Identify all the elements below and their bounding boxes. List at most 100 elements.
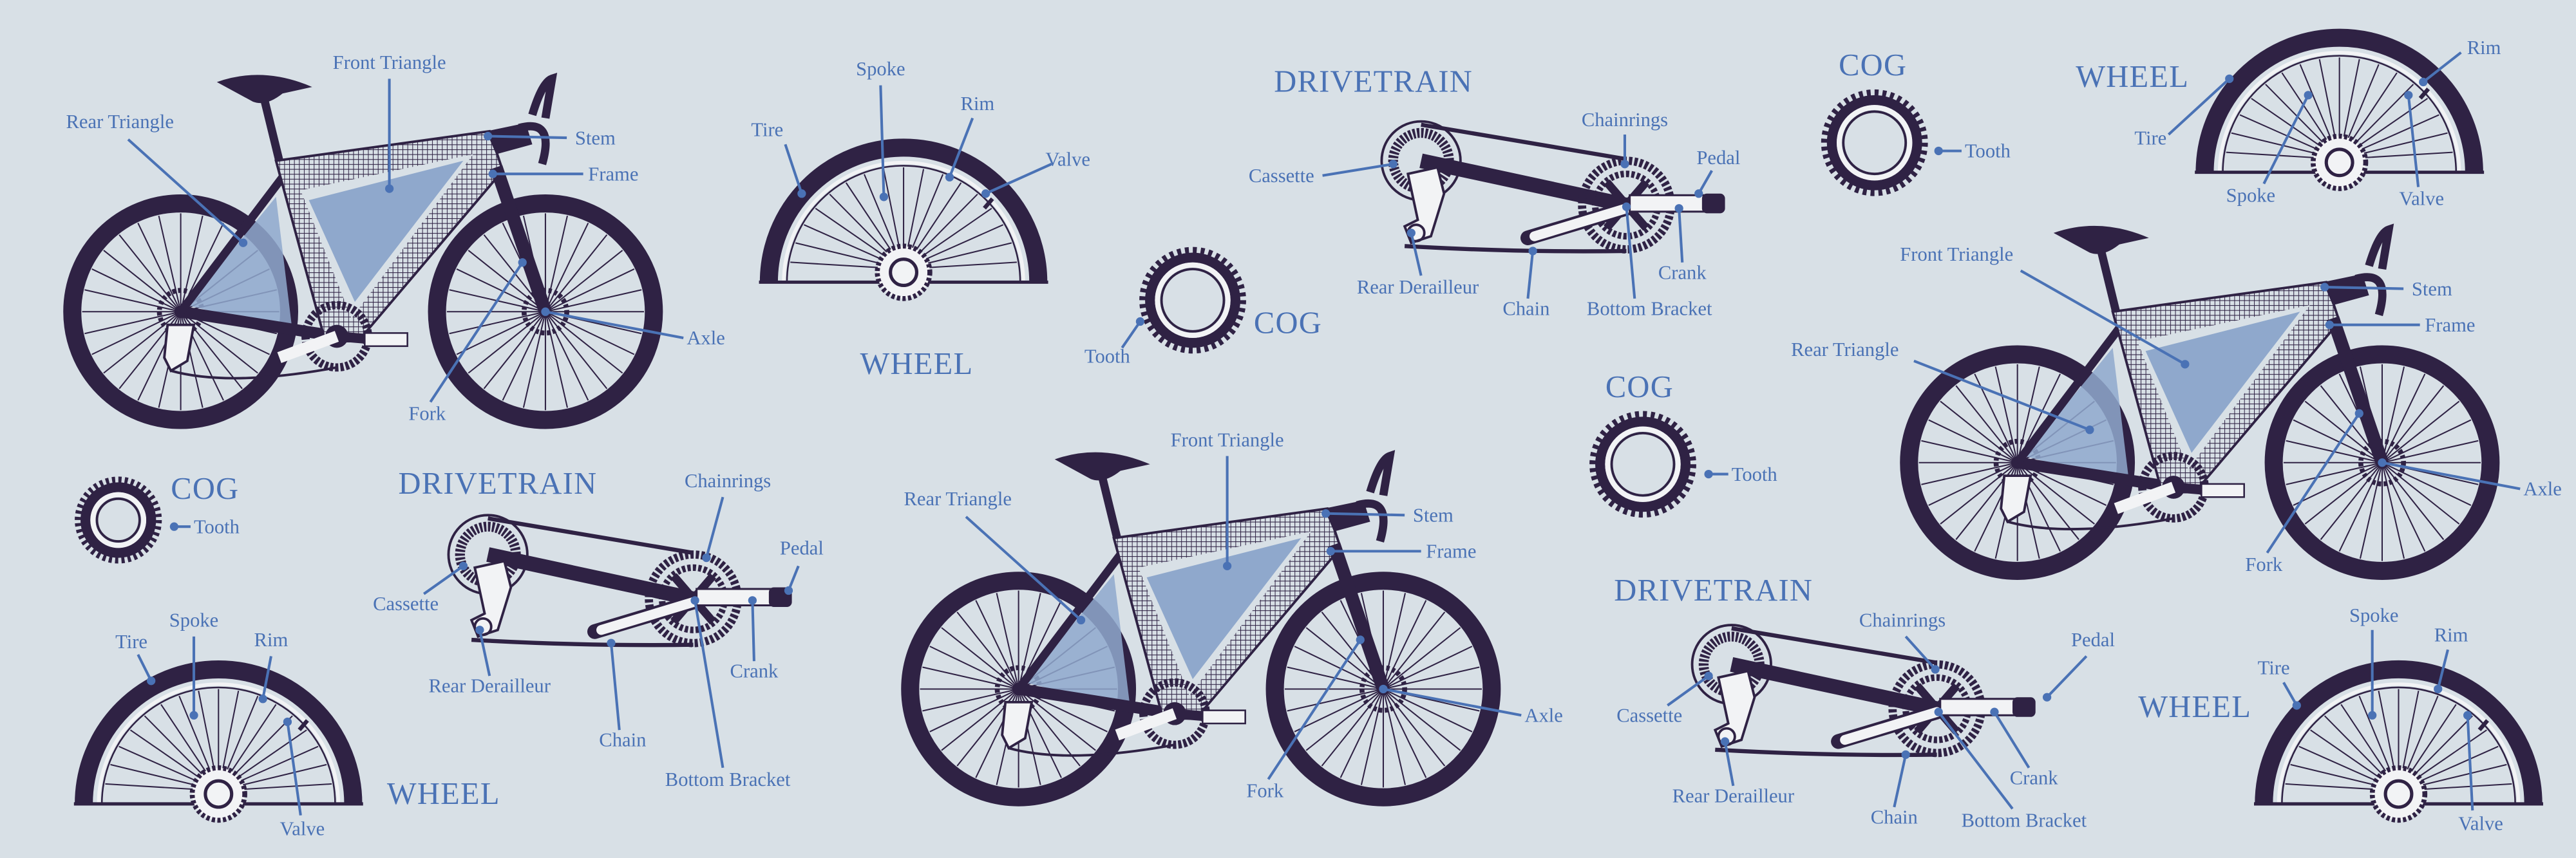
spoke-label: Spoke — [856, 58, 905, 80]
valve-label: Valve — [1045, 148, 1090, 170]
tire-label: Tire — [2134, 127, 2166, 149]
tooth-label: Tooth — [194, 516, 240, 537]
cog-teeth-icon — [1139, 247, 1246, 354]
chain-line — [471, 516, 694, 648]
cog-body-icon — [1595, 416, 1690, 512]
hub-icon — [889, 257, 919, 288]
wheel-title-label: WHEEL — [387, 777, 500, 811]
cassette-label: Cassette — [373, 593, 439, 615]
chain-line — [2007, 517, 2174, 530]
valve-marker-dot — [2463, 711, 2472, 720]
cassette-label: Cassette — [1249, 165, 1314, 187]
drivetrain-illustration — [1690, 624, 2036, 758]
valve-leader-line — [286, 722, 302, 816]
seat-post — [258, 92, 283, 162]
wheel-title-label: WHEEL — [860, 347, 974, 381]
rear-derailleur-marker-dot — [1720, 737, 1730, 746]
rear-triangle-label: Rear Triangle — [66, 111, 174, 133]
drivetrain-labels: DRIVETRAINCassetteChainringsPedalCrankCh… — [1614, 574, 2115, 832]
spoke-line — [2023, 465, 2107, 507]
valve-icon — [2477, 719, 2489, 732]
stem-marker-dot — [484, 131, 493, 141]
valve-label: Valve — [280, 817, 325, 839]
rear-triangle-marker-dot — [238, 238, 248, 247]
drivetrain-title-label: DRIVETRAIN — [1274, 65, 1473, 99]
rear-triangle-marker-dot — [2085, 425, 2094, 434]
bottom-bracket-label: Bottom Bracket — [665, 769, 791, 790]
tooth-marker-dot — [1704, 469, 1713, 479]
hub-icon — [204, 779, 234, 809]
rim-inner-arc — [2281, 686, 2516, 804]
frame-label: Frame — [588, 163, 638, 185]
rim-arc — [782, 160, 1025, 283]
pedal-label: Pedal — [2071, 629, 2115, 651]
bottom-bracket-label: Bottom Bracket — [1962, 810, 2087, 832]
spoke-line — [1294, 691, 1378, 732]
cassette-marker-dot — [1704, 671, 1713, 680]
cassette-label: Cassette — [1616, 704, 1682, 726]
pedal-marker-dot — [1694, 189, 1703, 198]
crank-arm-white — [277, 331, 339, 363]
bottom-bracket-marker-dot — [1934, 707, 1943, 716]
hub-disc-icon — [2358, 438, 2406, 487]
tire-arc — [2255, 660, 2543, 804]
pedal-leader-line — [1697, 170, 1713, 194]
seatstay — [177, 174, 286, 315]
front-triangle-marker-dot — [2181, 360, 2190, 369]
rear-triangle-label: Rear Triangle — [904, 488, 1012, 510]
cassette-marker-dot — [459, 561, 468, 570]
spoke-label: Spoke — [2226, 185, 2275, 207]
chain-marker-dot — [607, 639, 616, 648]
rear-derailleur-icon — [1001, 700, 1034, 750]
chain-label: Chain — [599, 729, 646, 751]
saddle-icon — [2053, 225, 2149, 254]
chainrings-leader-line — [705, 496, 724, 559]
rim-inner-arc — [2222, 55, 2458, 173]
chain-line — [1404, 122, 1627, 254]
handlebar-icon — [1356, 450, 1396, 543]
spoke-line — [2383, 469, 2405, 559]
crank-arm-left-white — [1530, 203, 1632, 241]
valve-leader-line — [2407, 95, 2420, 187]
hub-cog-icon — [189, 765, 247, 823]
pedal-icon — [1701, 193, 1725, 214]
axle-marker-dot — [541, 307, 550, 316]
crank-leader-line — [1993, 711, 2031, 769]
pedal-marker-dot — [784, 586, 793, 595]
stem-leader-line — [1325, 512, 1405, 517]
fork — [489, 165, 552, 314]
fork — [2326, 316, 2389, 465]
chain-label: Chain — [1871, 806, 1918, 828]
front-triangle-marker-dot — [384, 184, 394, 193]
hub-cog-icon — [875, 243, 933, 301]
pedal-marker-dot — [2042, 693, 2052, 702]
spoke-line — [2359, 469, 2382, 559]
rear-triangle-fill — [187, 196, 293, 331]
spoke-line — [1321, 611, 1380, 685]
cog-teeth-icon — [1821, 89, 1928, 196]
spoke-line — [1388, 627, 1461, 685]
pedal-leader-line — [2046, 655, 2088, 698]
tire-icon — [2264, 345, 2500, 580]
cassette-leader-line — [1322, 162, 1394, 177]
axle-marker-dot — [1379, 684, 1388, 694]
spoke-line — [550, 250, 623, 308]
stem-label: Stem — [575, 127, 616, 149]
rear-triangle-fill — [1025, 574, 1131, 709]
crank-arm-left-white — [1840, 707, 1942, 745]
tire-icon — [1265, 572, 1501, 807]
handlebar-icon — [2354, 223, 2394, 317]
fork-label: Fork — [2245, 554, 2283, 575]
rear-triangle-leader-line — [1913, 359, 2090, 431]
spoke-line — [1388, 646, 1473, 687]
spoke-line — [922, 689, 1012, 712]
bottom-bracket-marker-dot — [690, 596, 699, 605]
fork-label: Fork — [408, 402, 446, 424]
spoke-line — [975, 600, 1017, 684]
cog-body-icon — [80, 482, 156, 558]
chainrings-marker-dot — [1931, 665, 1940, 674]
seatstay — [1015, 552, 1124, 692]
